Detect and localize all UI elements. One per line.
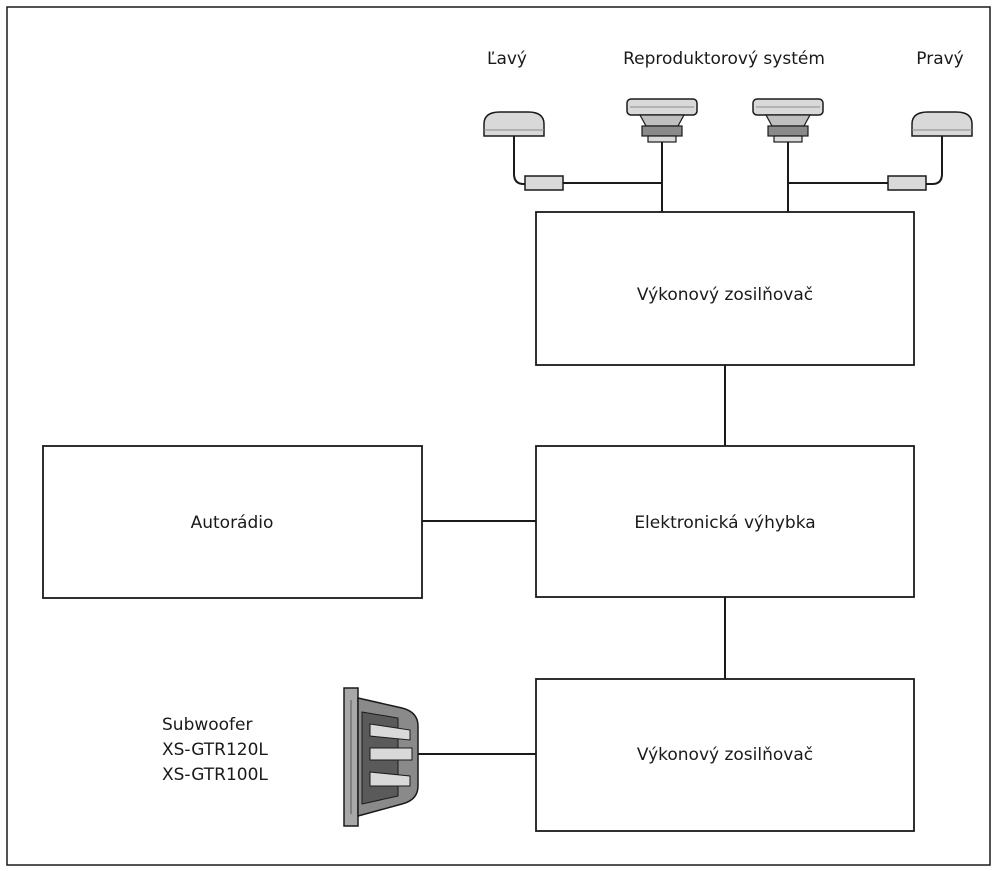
diagram-frame (6, 6, 991, 866)
subwoofer-icon (343, 687, 419, 827)
subwoofer-label-line1: Subwoofer (162, 715, 253, 735)
midwoofer-left-icon (626, 98, 698, 143)
amp-bottom-label: Výkonový zosilňovač (637, 745, 813, 765)
tweeter-right-icon (911, 111, 973, 137)
subwoofer-label-line3: XS-GTR100L (162, 765, 268, 785)
wire-left-tweeter (513, 136, 525, 185)
tweeter-left-icon (483, 111, 545, 137)
amp-bottom-box (535, 678, 915, 832)
amp-top-box (535, 211, 915, 366)
label-right: Pravý (916, 49, 963, 69)
subwoofer-label-line2: XS-GTR120L (162, 740, 268, 760)
head-unit-box (42, 445, 423, 599)
passive-filter-left-icon (524, 175, 564, 191)
midwoofer-right-icon (752, 98, 824, 143)
label-speaker-system: Reproduktorový systém (623, 49, 825, 69)
wire-right-tweeter (926, 136, 943, 185)
head-unit-label: Autorádio (191, 513, 274, 533)
label-left: Ľavý (487, 49, 527, 69)
amp-top-label: Výkonový zosilňovač (637, 285, 813, 305)
passive-filter-right-icon (887, 175, 927, 191)
crossover-label: Elektronická výhybka (634, 513, 815, 533)
